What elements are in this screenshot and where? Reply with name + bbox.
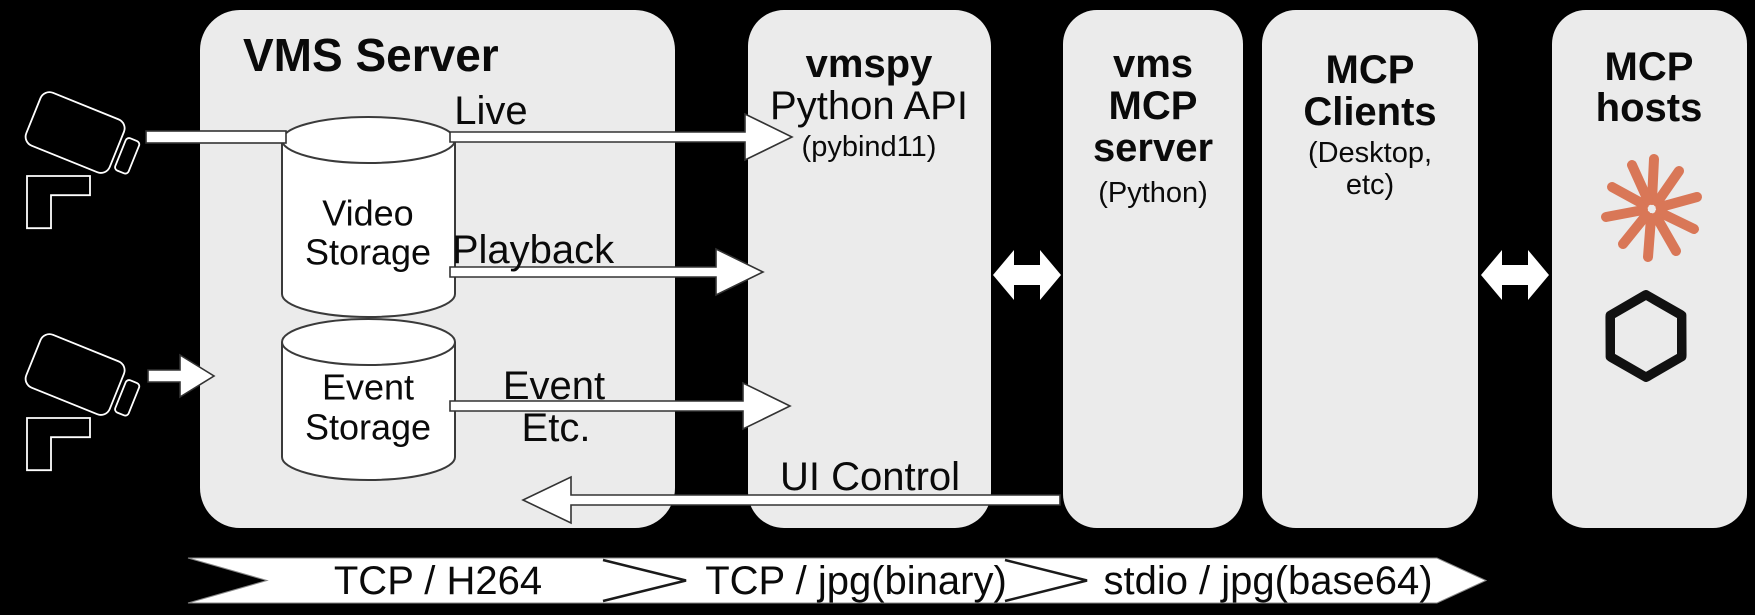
vms-mcp-server-box: [1063, 10, 1243, 528]
video-storage-label-line2: Storage: [305, 232, 431, 273]
vms-mcp-server-line3: server: [1093, 126, 1213, 170]
banner-segment-tcp-h264: TCP / H264: [334, 559, 542, 603]
mcp-hosts-line2: hosts: [1596, 86, 1703, 130]
camera-mount: [26, 417, 91, 472]
openai-logo-icon: [1605, 290, 1687, 382]
camera-body: [24, 333, 126, 416]
live-flow-label: Live: [454, 89, 527, 133]
vms-mcp-server-line1: vms: [1113, 42, 1193, 86]
camera-mount: [26, 175, 91, 230]
vmspy-title: vmspy: [806, 42, 933, 86]
claude-spark-icon: [1601, 154, 1702, 262]
banner-chevron-separator-2: [1004, 558, 1088, 603]
camera-to-event-storage-arrow: [147, 353, 216, 399]
banner-ribbon-arrow: [187, 557, 1488, 604]
video-storage-cylinder: Video Storage: [281, 116, 456, 318]
vms-mcp-server-note: (Python): [1098, 177, 1208, 209]
camera-body: [24, 91, 126, 174]
vmspy-box: [748, 10, 991, 528]
event-storage-cylinder-top: [281, 318, 456, 366]
camera-lens: [114, 379, 141, 417]
video-storage-cylinder-top: [281, 116, 456, 164]
transport-banner: TCP / H264 TCP / jpg(binary) stdio / jpg…: [187, 557, 1488, 604]
double-headed-arrow-icon-clients-hosts: [1481, 250, 1549, 300]
ui-control-flow-label: UI Control: [780, 455, 960, 499]
vmspy-subtitle: Python API: [770, 84, 968, 128]
event-storage-label-line2: Storage: [305, 407, 431, 448]
cctv-camera-icon-top: [24, 91, 141, 230]
mcp-clients-note-line2: etc): [1346, 169, 1394, 201]
playback-flow-arrow: [449, 247, 765, 297]
mcp-hosts-line1: MCP: [1605, 45, 1694, 89]
banner-chevron-separator-1: [602, 558, 687, 603]
camera-lens: [114, 137, 141, 175]
playback-flow-label: Playback: [452, 228, 615, 272]
mcp-clients-note-line1: (Desktop,: [1308, 137, 1432, 169]
vmspy-note: (pybind11): [802, 131, 937, 163]
camera-to-video-storage-connector: [145, 130, 287, 144]
live-flow-arrow: [449, 112, 794, 162]
banner-segment-stdio-jpg-base64: stdio / jpg(base64): [1103, 559, 1432, 603]
cctv-camera-icon-bottom: [24, 333, 141, 472]
ui-control-flow-arrow: [521, 475, 1061, 525]
mcp-clients-line1: MCP: [1326, 48, 1415, 92]
mcp-clients-line2: Clients: [1303, 90, 1436, 134]
event-flow-arrow: [449, 381, 792, 431]
vms-server-title: VMS Server: [243, 29, 499, 81]
mcp-hosts-box: [1552, 10, 1747, 528]
double-headed-arrow-icon-vmspy-mcp: [993, 250, 1061, 300]
event-storage-label-line1: Event: [322, 367, 414, 408]
video-storage-label-line1: Video: [322, 193, 413, 234]
video-storage-cylinder-body: [281, 140, 456, 318]
mcp-clients-box: [1262, 10, 1478, 528]
event-storage-cylinder-body: [281, 342, 456, 481]
event-flow-label-line2: Etc.: [522, 406, 591, 450]
event-storage-cylinder: Event Storage: [281, 318, 456, 481]
event-flow-label-line1: Event: [503, 364, 605, 408]
banner-segment-tcp-jpg-binary: TCP / jpg(binary): [705, 559, 1007, 603]
vms-mcp-server-line2: MCP: [1109, 84, 1198, 128]
